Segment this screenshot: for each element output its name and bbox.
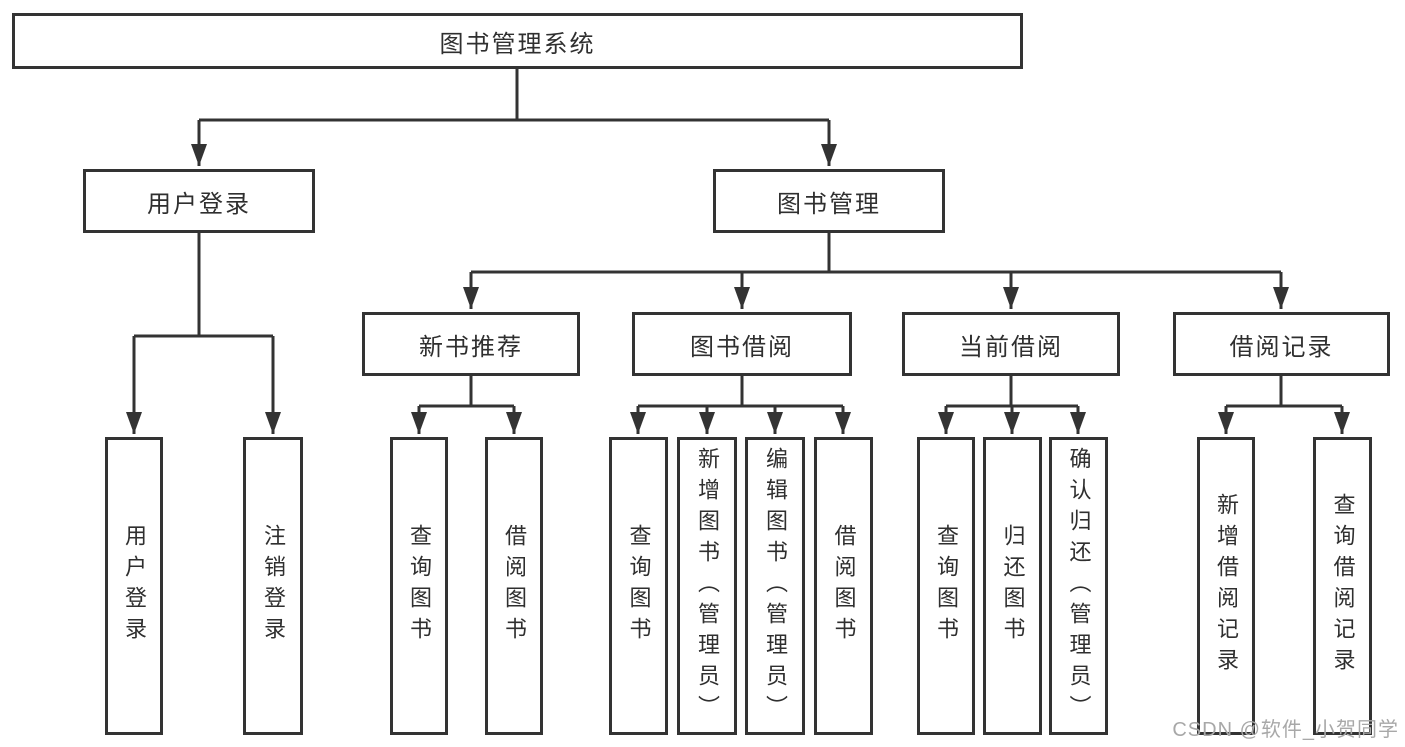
- leaf-label: 确认归还（管理员）: [1066, 446, 1092, 726]
- leaf-label: 新增借阅记录: [1214, 493, 1239, 679]
- leaf-label: 查询图书: [626, 524, 652, 648]
- node-label: 新书推荐: [419, 333, 523, 361]
- node-label: 用户登录: [147, 190, 251, 218]
- connector-book-borrow: [630, 376, 851, 434]
- node-label: 当前借阅: [959, 333, 1063, 361]
- node-user-login: 用户登录: [83, 169, 315, 233]
- node-current-borrow: 当前借阅: [902, 312, 1120, 376]
- node-library-management-system: 图书管理系统: [12, 13, 1023, 69]
- leaf-add-books-admin: 新增图书（管理员）: [677, 437, 737, 735]
- node-book-management: 图书管理: [713, 169, 945, 233]
- watermark: CSDN @软件_小贺同学: [1172, 719, 1399, 741]
- connector-current-borrow: [938, 376, 1086, 434]
- leaf-borrow-books-recommend: 借阅图书: [485, 437, 543, 735]
- leaf-add-borrow-record: 新增借阅记录: [1197, 437, 1255, 735]
- leaf-query-books-current: 查询图书: [917, 437, 975, 735]
- node-label: 图书管理: [777, 190, 881, 218]
- leaf-label: 查询图书: [934, 524, 959, 648]
- leaf-label: 查询图书: [407, 524, 432, 648]
- connector-new-book: [411, 376, 522, 434]
- connector-borrow-records: [1218, 376, 1350, 434]
- node-book-borrow: 图书借阅: [632, 312, 852, 376]
- leaf-logout: 注销登录: [243, 437, 303, 735]
- leaf-label: 新增图书（管理员）: [695, 446, 720, 726]
- leaf-query-books-recommend: 查询图书: [390, 437, 448, 735]
- leaf-label: 编辑图书（管理员）: [763, 446, 788, 726]
- leaf-label: 借阅图书: [831, 524, 857, 648]
- leaf-user-login: 用户登录: [105, 437, 163, 735]
- connector-book-management: [463, 233, 1289, 309]
- leaf-query-borrow-record: 查询借阅记录: [1313, 437, 1372, 735]
- node-label: 图书借阅: [690, 333, 794, 361]
- leaf-borrow-books: 借阅图书: [814, 437, 873, 735]
- node-label: 借阅记录: [1229, 333, 1334, 361]
- connector-root: [191, 67, 837, 166]
- leaf-label: 归还图书: [1000, 524, 1026, 648]
- leaf-label: 借阅图书: [502, 524, 527, 648]
- leaf-label: 注销登录: [261, 524, 286, 648]
- leaf-confirm-return-admin: 确认归还（管理员）: [1049, 437, 1108, 735]
- leaf-label: 查询借阅记录: [1330, 493, 1356, 679]
- node-borrow-records: 借阅记录: [1173, 312, 1390, 376]
- connector-user-login: [126, 233, 281, 434]
- leaf-edit-books-admin: 编辑图书（管理员）: [745, 437, 805, 735]
- node-label: 图书管理系统: [439, 30, 596, 58]
- leaf-return-books: 归还图书: [983, 437, 1042, 735]
- leaf-query-books-borrow: 查询图书: [609, 437, 668, 735]
- node-new-book-recommend: 新书推荐: [362, 312, 580, 376]
- leaf-label: 用户登录: [122, 524, 147, 648]
